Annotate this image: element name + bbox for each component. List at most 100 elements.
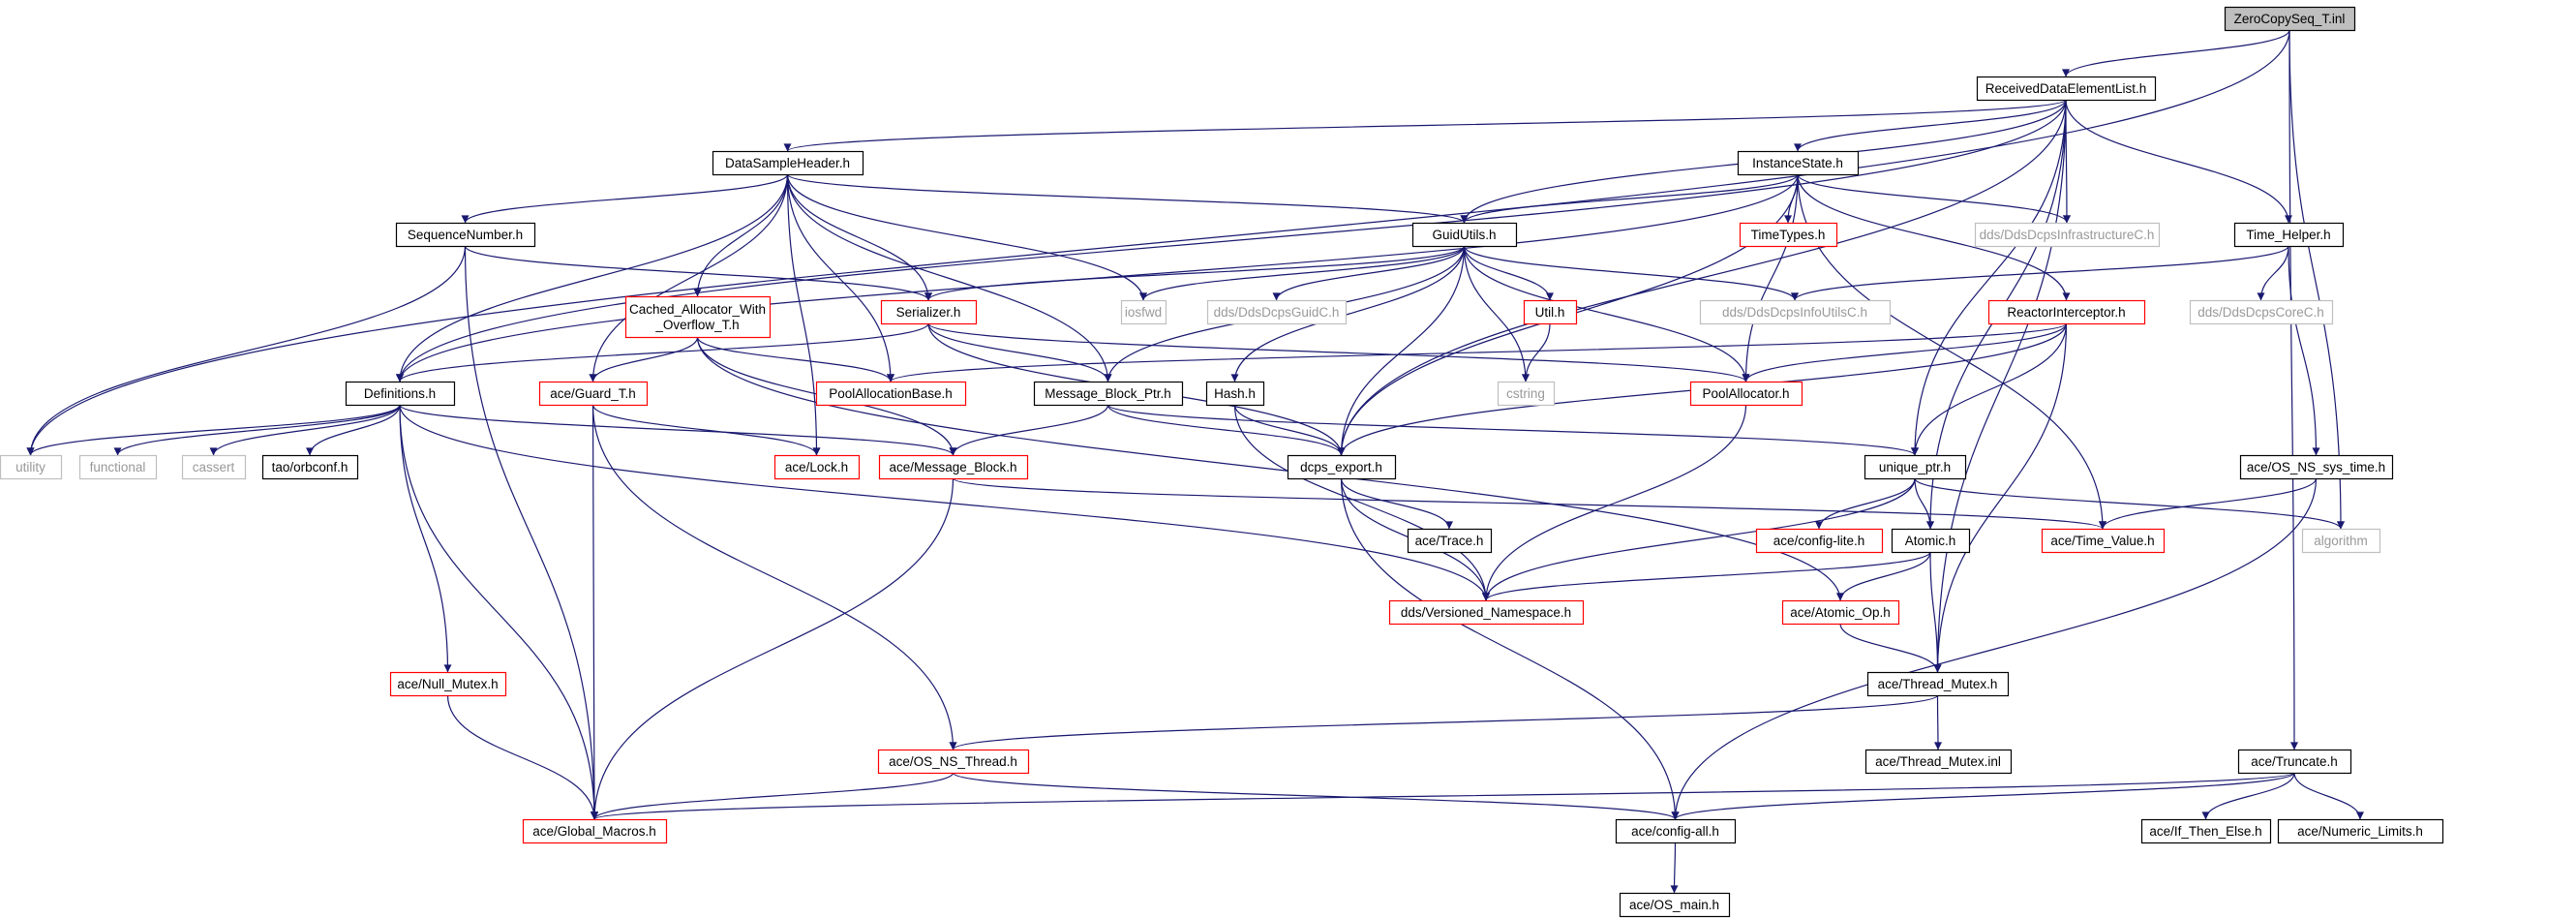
node-hash[interactable]: Hash.h [1205, 381, 1265, 407]
node-label: ReactorInterceptor.h [2007, 305, 2125, 320]
node-label: ace/config-lite.h [1773, 534, 1865, 548]
node-box [1699, 299, 1892, 325]
node-cassert: cassert [181, 454, 247, 480]
node-th[interactable]: Time_Helper.h [2233, 222, 2345, 248]
node-label: ace/Thread_Mutex.inl [1875, 754, 2001, 769]
node-nmutex[interactable]: ace/Null_Mutex.h [389, 671, 507, 697]
node-box [2301, 528, 2381, 554]
node-label: DataSampleHeader.h [725, 156, 850, 170]
edge-dsh-to-defs [396, 173, 789, 382]
edge-zcs-to-utility [26, 29, 2290, 456]
node-cao[interactable]: Cached_Allocator_With_Overflow_T.h [624, 295, 772, 339]
node-trace[interactable]: ace/Trace.h [1407, 528, 1493, 554]
node-vns[interactable]: dds/Versioned_Namespace.h [1388, 599, 1585, 626]
node-tm[interactable]: ace/Thread_Mutex.h [1866, 671, 2010, 697]
node-tt[interactable]: TimeTypes.h [1739, 222, 1838, 248]
node-infra: dds/DdsDcpsInfrastructureC.h [1974, 222, 2161, 248]
node-label: ace/OS_NS_sys_time.h [2247, 460, 2385, 474]
node-pab[interactable]: PoolAllocationBase.h [815, 381, 967, 407]
node-orbconf[interactable]: tao/orbconf.h [261, 454, 359, 480]
edge-dsh-to-pab [786, 173, 894, 382]
node-box [78, 454, 158, 480]
edge-mb-to-gm [591, 477, 955, 820]
node-guard[interactable]: ace/Guard_T.h [538, 381, 649, 407]
node-box [1205, 381, 1265, 407]
node-label: Cached_Allocator_With_Overflow_T.h [629, 302, 766, 332]
edge-th-to-infoutils [1791, 245, 2289, 301]
node-box [2239, 454, 2394, 480]
node-box [1864, 454, 1967, 480]
node-nl[interactable]: ace/Numeric_Limits.h [2277, 818, 2444, 844]
node-box [2237, 749, 2352, 775]
node-label: tao/orbconf.h [272, 460, 349, 474]
node-ser[interactable]: Serializer.h [880, 299, 978, 325]
node-util[interactable]: Util.h [1523, 299, 1578, 325]
node-gm[interactable]: ace/Global_Macros.h [522, 818, 668, 844]
node-osmain[interactable]: ace/OS_main.h [1619, 892, 1731, 918]
node-trunc[interactable]: ace/Truncate.h [2237, 749, 2352, 775]
node-cfglite[interactable]: ace/config-lite.h [1755, 528, 1884, 554]
node-zcs[interactable]: ZeroCopySeq_T.inl [2224, 6, 2356, 32]
edge-guard-to-osthr [591, 404, 957, 750]
edge-trunc-to-gm [591, 772, 2295, 820]
edge-dsh-to-mbp [786, 173, 1112, 382]
node-osthr[interactable]: ace/OS_NS_Thread.h [877, 749, 1030, 775]
node-label: SequenceNumber.h [408, 228, 523, 242]
node-box [538, 381, 649, 407]
node-label: dds/DdsDcpsInfoUtilsC.h [1722, 305, 1867, 320]
edge-defs-to-utility [26, 404, 401, 456]
node-ite[interactable]: ace/If_Then_Else.h [2140, 818, 2272, 844]
node-box [2277, 818, 2444, 844]
node-box [1739, 222, 1838, 248]
node-box [1287, 454, 1397, 480]
edge-tm-to-osthr [949, 694, 1939, 750]
node-lock[interactable]: ace/Lock.h [773, 454, 861, 480]
node-box [2224, 6, 2356, 32]
node-label: ace/OS_NS_Thread.h [889, 754, 1017, 769]
node-cfgall[interactable]: ace/config-all.h [1615, 818, 1737, 844]
node-label: PoolAllocator.h [1702, 386, 1789, 401]
node-seqn[interactable]: SequenceNumber.h [395, 222, 536, 248]
node-label: ace/Null_Mutex.h [397, 677, 498, 691]
node-box [345, 381, 456, 407]
node-ri[interactable]: ReactorInterceptor.h [1987, 299, 2146, 325]
edge-uptr-to-vns [1482, 477, 1916, 601]
node-rdel[interactable]: ReceivedDataElementList.h [1976, 76, 2157, 102]
node-defs[interactable]: Definitions.h [345, 381, 456, 407]
node-label: dds/DdsDcpsCoreC.h [2197, 305, 2324, 320]
node-label: ace/Global_Macros.h [532, 824, 656, 839]
node-aop[interactable]: ace/Atomic_Op.h [1781, 599, 1900, 626]
node-box [1120, 299, 1167, 325]
node-tv[interactable]: ace/Time_Value.h [2041, 528, 2166, 554]
node-label: ZeroCopySeq_T.inl [2234, 12, 2346, 26]
node-mbp[interactable]: Message_Block_Ptr.h [1033, 381, 1184, 407]
edge-ri-to-uptr [1911, 322, 2068, 456]
edge-ser-to-defs [396, 322, 929, 382]
edge-ser-to-mbp [927, 322, 1112, 382]
edge-hash-to-dcps [1233, 404, 1346, 456]
edge-osthr-to-cfgall [952, 772, 1680, 820]
node-tminl[interactable]: ace/Thread_Mutex.inl [1864, 749, 2013, 775]
edge-is-to-ri [1797, 173, 2071, 301]
node-ossys[interactable]: ace/OS_NS_sys_time.h [2239, 454, 2394, 480]
node-label: Definitions.h [364, 386, 436, 401]
edge-rdel-to-tm [1933, 99, 2067, 673]
edge-guid-to-infoutils [1463, 245, 1799, 301]
node-is[interactable]: InstanceState.h [1737, 150, 1860, 176]
edge-atomic-to-vns [1482, 551, 1931, 601]
edge-dsh-to-ser [786, 173, 932, 301]
node-pa[interactable]: PoolAllocator.h [1689, 381, 1803, 407]
edge-trunc-to-cfgall [1671, 772, 2295, 820]
edge-uptr-to-algo [1914, 477, 2345, 530]
node-functional: functional [78, 454, 158, 480]
node-dsh[interactable]: DataSampleHeader.h [712, 150, 864, 176]
node-mb[interactable]: ace/Message_Block.h [878, 454, 1029, 480]
edge-rdel-to-dsh [783, 99, 2067, 152]
node-box [815, 381, 967, 407]
node-atomic[interactable]: Atomic.h [1891, 528, 1971, 554]
node-dcps[interactable]: dcps_export.h [1287, 454, 1397, 480]
node-guid[interactable]: GuidUtils.h [1411, 222, 1518, 248]
node-uptr[interactable]: unique_ptr.h [1864, 454, 1967, 480]
edge-rdel-to-uptr [1911, 99, 2067, 456]
